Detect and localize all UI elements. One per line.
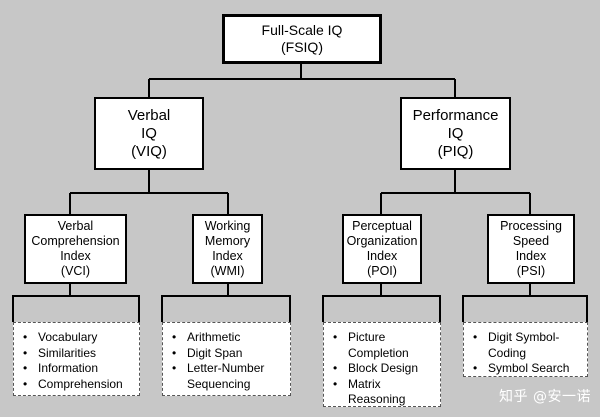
fsiq-label: Full-Scale IQ (FSIQ) [261,22,343,55]
subtest-item: Block Design [332,361,436,377]
bracket-wmi [161,295,291,322]
subtest-item: Picture Completion [332,330,436,361]
subtest-item: Similarities [22,346,135,362]
wmi-box: Working Memory Index (WMI) [192,214,263,284]
wmi-label: Working Memory Index (WMI) [204,219,251,278]
vci-subtest-list: Vocabulary Similarities Information Comp… [13,322,140,396]
wmi-subtest-list: Arithmetic Digit Span Letter-Number Sequ… [162,322,291,396]
psi-box: Processing Speed Index (PSI) [487,214,575,284]
subtest-item: Symbol Search [472,361,583,377]
vci-box: Verbal Comprehension Index (VCI) [24,214,127,284]
subtest-item: Digit Symbol- Coding [472,330,583,361]
subtest-item: Vocabulary [22,330,135,346]
subtest-item: Digit Span [171,346,286,362]
subtest-item: Letter-Number Sequencing [171,361,286,392]
watermark: 知乎 @安一诺 [499,389,591,405]
piq-label: Performance IQ (PIQ) [412,106,499,160]
psi-label: Processing Speed Index (PSI) [500,219,562,278]
piq-box: Performance IQ (PIQ) [400,97,511,170]
vci-label: Verbal Comprehension Index (VCI) [31,219,120,278]
poi-subtest-list: Picture Completion Block Design Matrix R… [323,322,441,407]
bracket-poi [322,295,441,322]
poi-box: Perceptual Organization Index (POI) [342,214,422,284]
psi-subtest-list: Digit Symbol- Coding Symbol Search [463,322,588,377]
fsiq-box: Full-Scale IQ (FSIQ) [222,14,382,64]
bracket-vci [12,295,140,322]
poi-label: Perceptual Organization Index (POI) [346,219,418,278]
viq-box: Verbal IQ (VIQ) [94,97,204,170]
subtest-item: Matrix Reasoning [332,377,436,408]
subtest-item: Information [22,361,135,377]
subtest-item: Comprehension [22,377,135,393]
bracket-psi [462,295,588,322]
viq-label: Verbal IQ (VIQ) [127,106,171,160]
subtest-item: Arithmetic [171,330,286,346]
